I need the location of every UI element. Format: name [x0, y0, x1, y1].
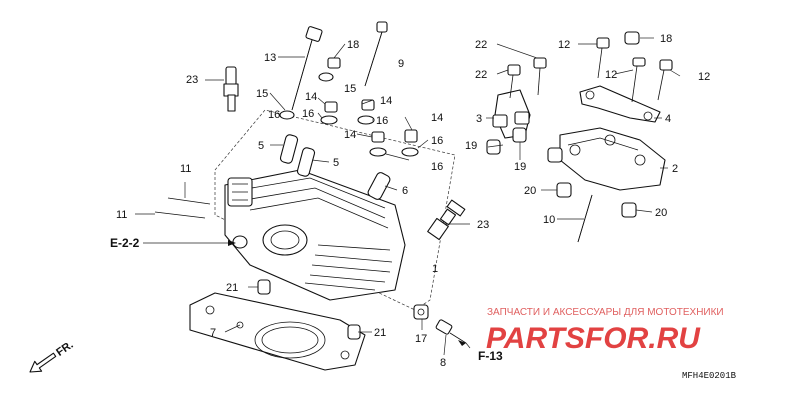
spark-plug-part-23-top: [223, 66, 239, 112]
callout-23: 23: [477, 219, 489, 231]
front-arrow-icon: [29, 352, 57, 373]
callout-12: 12: [558, 39, 570, 51]
valve-guide-parts-5: [279, 134, 316, 177]
callout-11: 11: [116, 209, 127, 221]
callout-22: 22: [475, 39, 487, 51]
cylinder-head-part-1: [224, 169, 406, 301]
bolt-parts-22: [507, 57, 547, 99]
washer-parts-15: [279, 72, 334, 120]
callout-labels: 13 18 9 23 15 15 14 16 16 14 16 14 14 16…: [116, 33, 710, 369]
callout-19: 19: [465, 140, 477, 152]
callout-21: 21: [374, 327, 386, 339]
holder-plate-part-4: [579, 85, 661, 123]
watermark-brand: PARTSFOR.RU: [486, 322, 701, 355]
bolt-parts-12: [596, 37, 673, 103]
callout-20: 20: [524, 185, 536, 197]
callout-4: 4: [665, 113, 671, 125]
callout-3: 3: [476, 113, 482, 125]
pin-part-10: [577, 194, 593, 243]
long-bolt-part-13: [291, 26, 323, 111]
callout-17: 17: [415, 333, 427, 345]
dowel-pin-parts-21: [257, 279, 361, 340]
reference-f-13[interactable]: F-13: [478, 349, 503, 363]
callout-14: 14: [305, 91, 317, 103]
callout-22: 22: [475, 69, 487, 81]
callout-2: 2: [672, 163, 678, 175]
collar-parts-19: [486, 127, 527, 155]
callout-21: 21: [226, 282, 238, 294]
stud-bolt-parts-11: [154, 197, 211, 219]
nut-parts-14-16-18: [320, 31, 640, 157]
callout-12: 12: [698, 71, 710, 83]
callout-7: 7: [210, 327, 216, 339]
callout-16: 16: [431, 161, 443, 173]
watermark-caption: ЗАПЧАСТИ И АКСЕССУАРЫ ДЛЯ МОТОТЕХНИКИ: [487, 307, 724, 318]
leader-lines: [135, 37, 681, 356]
callout-20: 20: [655, 207, 667, 219]
watermark: ЗАПЧАСТИ И АКСЕССУАРЫ ДЛЯ МОТОТЕХНИКИ PA…: [486, 307, 724, 355]
callout-14: 14: [431, 112, 443, 124]
front-direction-marker: FR.: [29, 339, 76, 373]
callout-8: 8: [440, 357, 446, 369]
callout-18: 18: [660, 33, 672, 45]
callout-14: 14: [344, 129, 356, 141]
bolt-part-9: [364, 21, 388, 87]
callout-15: 15: [256, 88, 268, 100]
callout-18: 18: [347, 39, 359, 51]
spark-plug-part-23-right: [427, 199, 466, 241]
callout-12: 12: [605, 69, 617, 81]
callout-11: 11: [180, 163, 191, 175]
callout-15: 15: [344, 83, 356, 95]
bolt-part-8: [435, 319, 467, 344]
gasket-part-7: [189, 292, 366, 371]
callout-19: 19: [514, 161, 526, 173]
callout-14: 14: [380, 95, 392, 107]
callout-10: 10: [543, 214, 555, 226]
callout-13: 13: [264, 52, 276, 64]
nut-part-17: [413, 304, 429, 320]
callout-16: 16: [302, 108, 314, 120]
callout-16: 16: [431, 135, 443, 147]
front-marker-label: FR.: [54, 339, 75, 359]
callout-23: 23: [186, 74, 198, 86]
callout-5: 5: [333, 157, 339, 169]
callout-5: 5: [258, 140, 264, 152]
callout-6: 6: [402, 185, 408, 197]
rocker-arm-holder-part-2: [547, 127, 666, 191]
diagram-code: MFH4E0201B: [682, 371, 737, 381]
callout-1: 1: [432, 263, 438, 275]
callout-16: 16: [268, 109, 280, 121]
cylinder-head-outline: [214, 109, 456, 311]
sleeve-part-6: [367, 172, 391, 200]
reference-e-2-2[interactable]: E-2-2: [110, 236, 140, 250]
reference-labels: E-2-2 F-13: [110, 236, 503, 363]
callout-16: 16: [376, 115, 388, 127]
callout-9: 9: [398, 58, 404, 70]
